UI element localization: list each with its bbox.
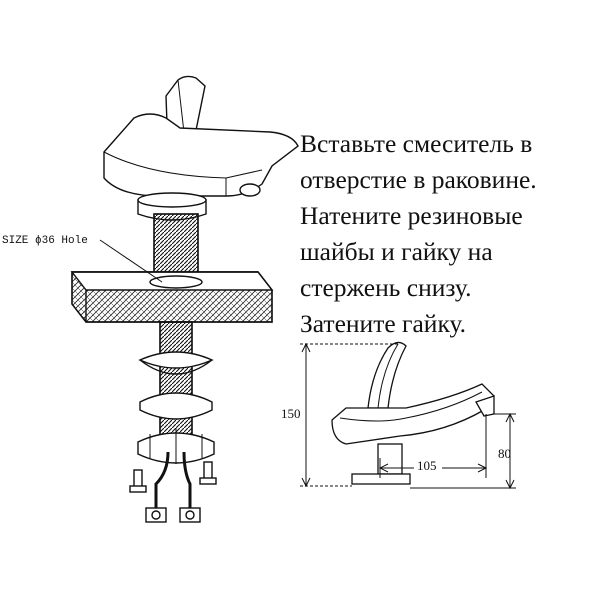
instruction-line: Натените резиновые [300, 201, 523, 230]
dimension-reach-label: 105 [417, 458, 437, 473]
faucet-aerator [239, 183, 261, 197]
mounting-stud-left [133, 469, 143, 489]
deck-hole [149, 275, 203, 289]
mounting-stud-right [203, 461, 213, 481]
dimension-height-label: 150 [281, 406, 301, 421]
faucet-exploded-view [70, 75, 299, 523]
side-view-body [331, 383, 495, 445]
hole-size-label: SIZE ϕ36 Hole [2, 235, 88, 247]
rubber-washer [138, 351, 214, 369]
instruction-line: Затените гайку. [300, 309, 467, 338]
side-view-stem [377, 443, 403, 475]
faucet-body [103, 113, 299, 197]
instruction-line: шайбы и гайку на [300, 237, 493, 266]
instruction-line: Вставьте смеситель в [300, 129, 533, 158]
hose-left [154, 451, 170, 508]
hole-leader-line [99, 239, 163, 283]
side-view-base [351, 473, 411, 485]
installation-instructions: Вставьте смеситель в отверстие в раковин… [300, 126, 600, 342]
dimension-spout-height-label: 80 [498, 446, 511, 461]
instruction-line: стержень снизу. [300, 273, 472, 302]
dimension-height [300, 342, 400, 488]
split-ring [139, 392, 213, 420]
dimension-spout-height [410, 412, 516, 490]
instruction-line: отверстие в раковине. [300, 165, 537, 194]
dimension-reach-label-bg [414, 458, 442, 472]
hose-right [182, 451, 192, 508]
side-view-handle [367, 341, 407, 409]
faucet-side-view [331, 341, 495, 485]
